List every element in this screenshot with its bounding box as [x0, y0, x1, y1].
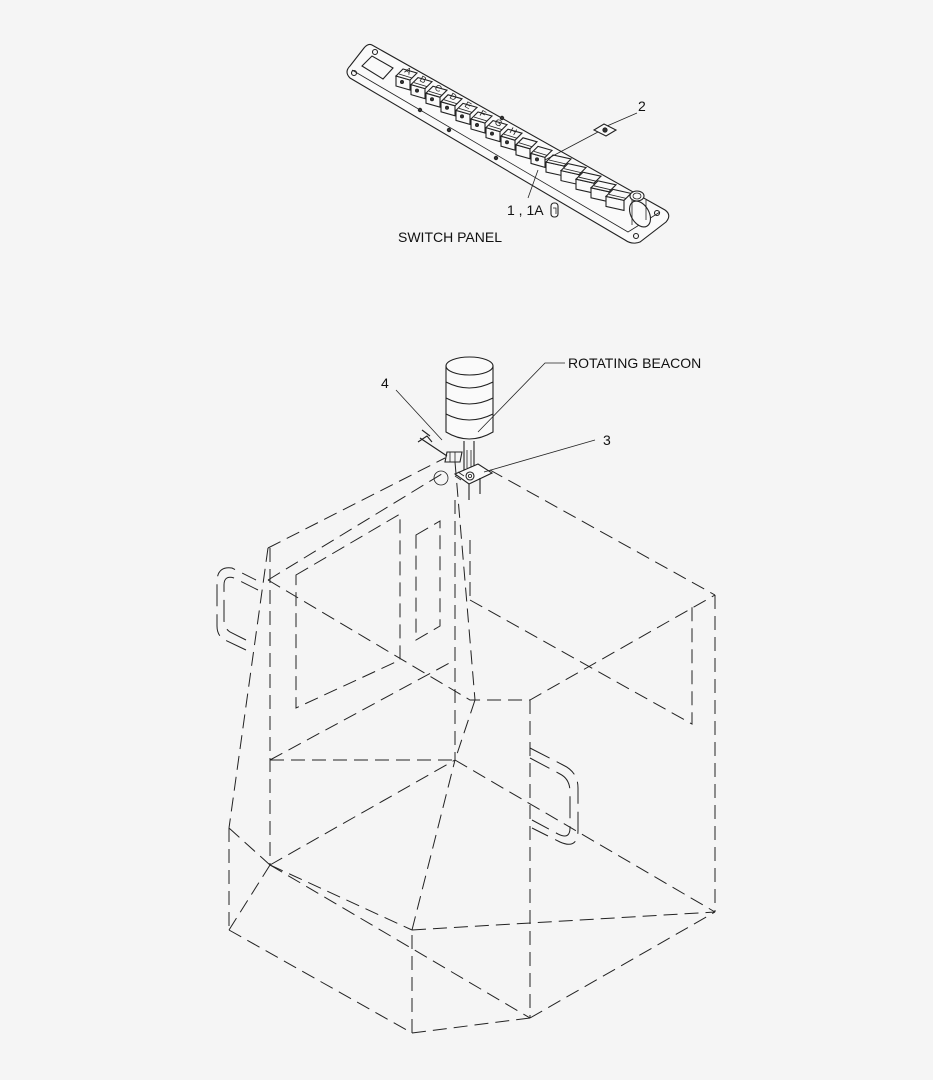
- mount-hole: [350, 69, 358, 77]
- label-item-2: 2: [638, 98, 646, 114]
- rotating-beacon-drawing: [395, 356, 596, 500]
- switch-module: [589, 180, 618, 203]
- switch-module: [514, 137, 539, 160]
- mount-hole: [371, 48, 379, 56]
- label-rotating-beacon: ROTATING BEACON: [568, 355, 701, 371]
- switch-letter: B: [418, 74, 428, 86]
- screw: [417, 107, 423, 113]
- switch-module: C: [424, 82, 449, 108]
- leader-line-beacon: [477, 362, 565, 433]
- leader-line-2: [544, 112, 638, 161]
- leader-line-1: [527, 169, 539, 199]
- switch-letter: A: [403, 65, 413, 77]
- label-item-1-1a: 1 , 1A: [507, 202, 544, 218]
- label-item-4: 4: [381, 375, 389, 391]
- switch-module: A: [394, 65, 419, 91]
- leader-line-3: [483, 439, 596, 473]
- switch-letter: E: [463, 99, 473, 111]
- leader-line-4: [395, 389, 443, 441]
- switch-module: D: [439, 91, 464, 117]
- label-item-3: 3: [603, 432, 611, 448]
- switch-module: G: [484, 117, 509, 143]
- key-switch: [628, 190, 652, 228]
- screw: [446, 127, 452, 133]
- switch-module: B: [409, 74, 434, 100]
- switch-letter: D: [448, 91, 459, 103]
- switch-letter: H: [508, 125, 519, 137]
- switch-letter: G: [493, 117, 504, 129]
- switch-module: [574, 171, 603, 194]
- switch-module: H: [499, 125, 524, 151]
- switch-module: F: [469, 108, 494, 134]
- bulb-icon: [550, 202, 559, 218]
- switch-module: [529, 145, 554, 169]
- cab-outline: [216, 457, 716, 1034]
- switch-letter: F: [478, 108, 488, 120]
- label-switch-panel: SWITCH PANEL: [398, 229, 502, 245]
- switch-module: [544, 154, 573, 177]
- switch-module: [604, 188, 633, 212]
- mount-hole: [632, 232, 640, 240]
- screw: [493, 155, 499, 161]
- switch-module: E: [454, 99, 479, 126]
- mount-hole: [653, 209, 661, 217]
- switch-letter: C: [433, 82, 444, 94]
- screw: [499, 115, 505, 121]
- blank-cover: [361, 55, 394, 80]
